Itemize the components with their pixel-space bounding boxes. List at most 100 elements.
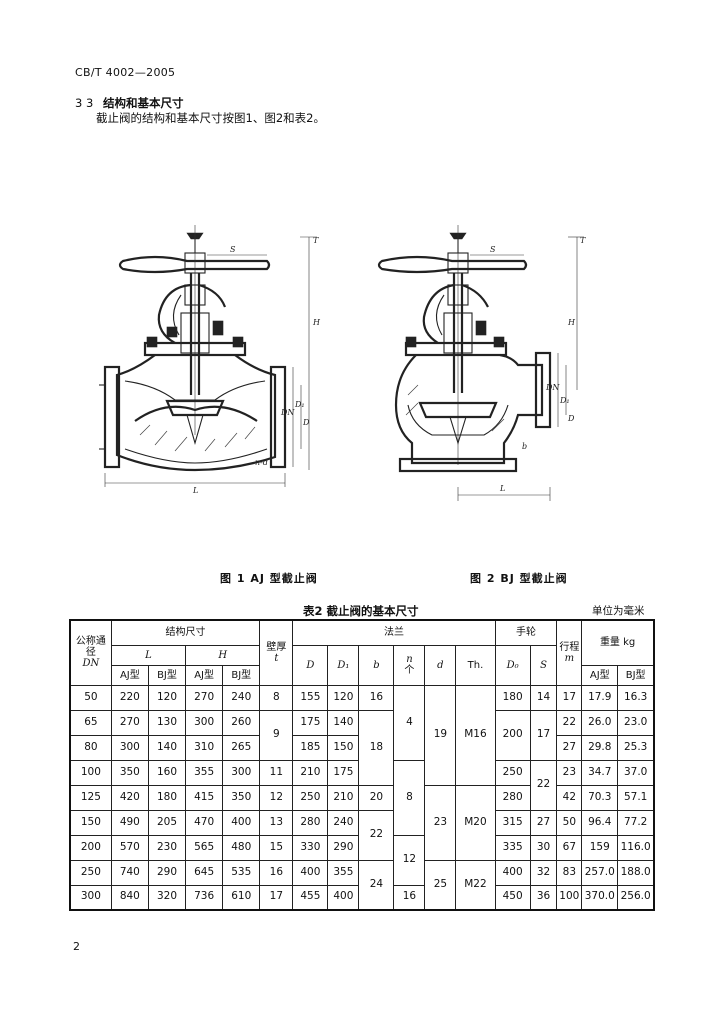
col-H-header: H bbox=[185, 644, 261, 666]
cell-l-aj: 840 bbox=[110, 884, 149, 911]
cell-h-aj: 270 bbox=[185, 684, 224, 711]
cell-h-aj: 645 bbox=[185, 859, 224, 886]
cell-h-aj: 355 bbox=[185, 759, 224, 786]
cell-m: 27 bbox=[556, 734, 583, 761]
table-row: 125 420 180 415 350 12 250 210 20 23 M20… bbox=[69, 784, 655, 861]
figure-2-caption: 图 2 BJ 型截止阀 bbox=[470, 572, 568, 585]
cell-s: 27 bbox=[529, 809, 558, 836]
cell-dn: 65 bbox=[69, 709, 112, 736]
cell-t-merged: 9 bbox=[259, 709, 294, 761]
travel-header-symbol: m bbox=[564, 652, 575, 664]
fig1-label-S: S bbox=[230, 245, 236, 254]
cell-l-bj: 230 bbox=[147, 834, 187, 861]
fig1-label-T: T bbox=[313, 236, 319, 245]
fig1-label-D1: D₁ bbox=[294, 400, 305, 409]
fig2-label-S: S bbox=[490, 245, 496, 254]
page-number: 2 bbox=[73, 940, 80, 953]
cell-d1: 210 bbox=[327, 784, 360, 811]
cell-w-aj: 17.9 bbox=[581, 684, 619, 711]
cell-l-aj: 270 bbox=[110, 709, 149, 736]
col-wall-header: 壁厚 t bbox=[259, 619, 294, 686]
cell-h-aj: 300 bbox=[185, 709, 224, 736]
cell-t: 13 bbox=[259, 809, 294, 836]
cell-t: 17 bbox=[259, 884, 294, 911]
fig1-label-D: D bbox=[302, 418, 310, 427]
cell-l-bj: 120 bbox=[147, 684, 187, 711]
col-L-header: L bbox=[110, 644, 187, 666]
col-n-header: n 个 bbox=[393, 644, 426, 686]
cell-h-aj: 470 bbox=[185, 809, 224, 836]
cell-l-aj: 490 bbox=[110, 809, 149, 836]
cell-d: 175 bbox=[292, 709, 329, 736]
col-b-header: b bbox=[358, 644, 395, 686]
cell-d1: 355 bbox=[327, 859, 360, 886]
cell-m: 17 bbox=[556, 684, 583, 711]
fig2-label-D1: D₁ bbox=[559, 396, 570, 405]
cell-s: 30 bbox=[529, 834, 558, 861]
col-th-header: Th. bbox=[455, 644, 496, 686]
cell-l-aj: 740 bbox=[110, 859, 149, 886]
cell-m: 83 bbox=[556, 859, 583, 886]
cell-s: 36 bbox=[529, 884, 558, 911]
cell-m: 67 bbox=[556, 834, 583, 861]
cell-t: 8 bbox=[259, 684, 294, 711]
cell-bolt-d-merged: 23 bbox=[424, 784, 457, 861]
cell-l-bj: 130 bbox=[147, 709, 187, 736]
cell-d0: 400 bbox=[494, 859, 531, 886]
cell-w-bj: 25.3 bbox=[617, 734, 655, 761]
cell-d0: 450 bbox=[494, 884, 531, 911]
cell-d: 185 bbox=[292, 734, 329, 761]
dn-header-symbol: DN bbox=[82, 658, 100, 670]
cell-l-aj: 420 bbox=[110, 784, 149, 811]
cell-s-merged: 17 bbox=[529, 709, 558, 761]
cell-s-merged: 22 bbox=[529, 759, 558, 811]
cell-d: 155 bbox=[292, 684, 329, 711]
cell-n-merged: 4 bbox=[393, 684, 426, 761]
cell-w-aj: 26.0 bbox=[581, 709, 619, 736]
col-weight-header: 重量 kg bbox=[581, 619, 655, 666]
n-header-symbol: n bbox=[406, 654, 413, 665]
cell-w-bj: 37.0 bbox=[617, 759, 655, 786]
col-struct-header: 结构尺寸 bbox=[110, 619, 261, 646]
table-row: 100 350 160 355 300 11 210 175 8 250 22 … bbox=[69, 759, 655, 836]
cell-h-bj: 480 bbox=[222, 834, 261, 861]
cell-d1: 140 bbox=[327, 709, 360, 736]
cell-l-aj: 300 bbox=[110, 734, 149, 761]
cell-w-bj: 16.3 bbox=[617, 684, 655, 711]
cell-n-merged: 8 bbox=[393, 759, 426, 836]
cell-d1: 400 bbox=[327, 884, 360, 911]
cell-h-bj: 350 bbox=[222, 784, 261, 811]
cell-thread-merged: M22 bbox=[455, 859, 496, 911]
cell-thread-merged: M16 bbox=[455, 684, 496, 786]
cell-t: 12 bbox=[259, 784, 294, 811]
cell-d0: 280 bbox=[494, 784, 531, 811]
table-row: 150 490 205 470 400 13 280 240 22 315 27… bbox=[69, 809, 655, 861]
cell-l-aj: 220 bbox=[110, 684, 149, 711]
col-H-aj-header: AJ型 bbox=[185, 664, 224, 686]
cell-l-aj: 570 bbox=[110, 834, 149, 861]
cell-dn: 250 bbox=[69, 859, 112, 886]
cell-w-aj: 96.4 bbox=[581, 809, 619, 836]
cell-b: 16 bbox=[358, 684, 395, 711]
cell-d: 330 bbox=[292, 834, 329, 861]
cell-bolt-d-merged: 19 bbox=[424, 684, 457, 786]
cell-h-bj: 265 bbox=[222, 734, 261, 761]
figure-bj-valve-drawing: T H S L DN D₁ D b bbox=[377, 225, 586, 501]
col-D0-header: D₀ bbox=[494, 644, 531, 686]
cell-l-bj: 140 bbox=[147, 734, 187, 761]
cell-h-bj: 610 bbox=[222, 884, 261, 911]
cell-h-aj: 565 bbox=[185, 834, 224, 861]
cell-d0-merged: 200 bbox=[494, 709, 531, 761]
cell-w-aj: 257.0 bbox=[581, 859, 619, 886]
fig1-label-L: L bbox=[192, 486, 198, 495]
cell-dn: 80 bbox=[69, 734, 112, 761]
n-header-unit: 个 bbox=[404, 665, 415, 676]
section-title: 结构和基本尺寸 bbox=[103, 96, 184, 110]
cell-s: 14 bbox=[529, 684, 558, 711]
table-row: 250 740 290 645 535 16 400 355 24 25 M22… bbox=[69, 859, 655, 911]
cell-w-bj: 77.2 bbox=[617, 809, 655, 836]
cell-n: 16 bbox=[393, 884, 426, 911]
cell-dn: 200 bbox=[69, 834, 112, 861]
cell-h-aj: 310 bbox=[185, 734, 224, 761]
